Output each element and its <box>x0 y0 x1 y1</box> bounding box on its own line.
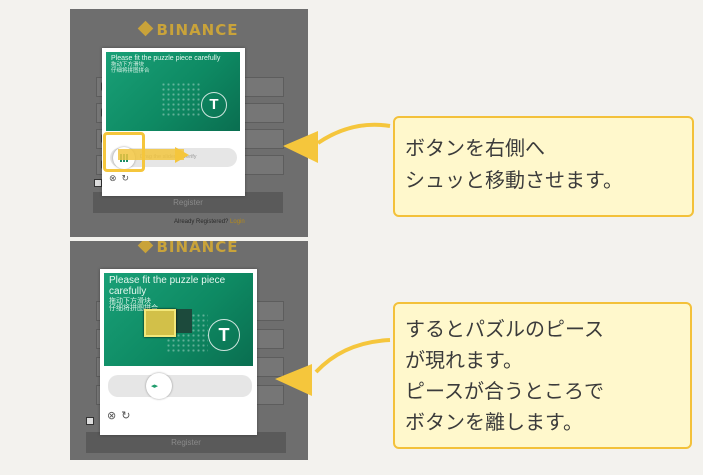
puzzle-title: Please fit the puzzle piece carefully 拖动… <box>111 55 221 75</box>
handle-highlight-box <box>103 132 145 172</box>
tether-coin-icon: T <box>201 92 227 118</box>
login-link[interactable]: Login <box>230 219 245 225</box>
tether-coin-icon: T <box>208 319 240 351</box>
callout-move-button: ボタンを右側へ シュッと移動させます。 <box>393 116 694 217</box>
captcha-modal: Please fit the puzzle piece carefully 拖动… <box>100 269 257 435</box>
slider-handle[interactable]: ◂▸ <box>146 373 172 399</box>
circuit-pattern <box>161 82 201 116</box>
close-icon[interactable]: ⊗ <box>107 409 117 422</box>
puzzle-piece[interactable] <box>144 309 176 337</box>
close-icon[interactable]: ⊗ <box>109 174 117 184</box>
callout1-arrow-icon <box>283 131 318 163</box>
callout2-connector <box>314 338 391 374</box>
drag-hint-highlight <box>118 149 184 160</box>
binance-brand: BINANCE <box>70 20 308 39</box>
refresh-icon[interactable]: ↻ <box>121 174 130 184</box>
refresh-icon[interactable]: ↻ <box>121 409 131 422</box>
captcha-slider-track[interactable]: ◂▸ <box>108 373 252 399</box>
captcha-tools: ⊗↻ <box>107 409 135 422</box>
register-button[interactable]: Register <box>86 432 286 453</box>
captcha-tools: ⊗↻ <box>109 174 134 184</box>
register-button[interactable]: Register <box>93 192 283 213</box>
left-right-arrows-icon: ◂▸ <box>151 382 159 390</box>
terms-checkbox[interactable] <box>86 417 94 425</box>
callout-puzzle-piece: するとパズルのピース が現れます。 ピースが合うところで ボタンを離します。 <box>393 302 692 449</box>
callout1-connector <box>316 122 391 145</box>
callout2-arrow-icon <box>275 364 312 396</box>
already-registered-text: Already Registered? Login <box>174 219 245 225</box>
puzzle-image: Please fit the puzzle piece carefully 拖动… <box>106 52 240 131</box>
terms-checkbox[interactable] <box>94 179 102 187</box>
right-arrow-icon <box>175 147 189 163</box>
binance-brand: BINANCE <box>70 241 308 256</box>
screenshot-puzzle-piece: BINANCE Register Please fit the puzzle p… <box>70 241 308 460</box>
puzzle-title: Please fit the puzzle piece carefully 拖动… <box>109 275 226 313</box>
puzzle-image: Please fit the puzzle piece carefully 拖动… <box>104 273 253 366</box>
